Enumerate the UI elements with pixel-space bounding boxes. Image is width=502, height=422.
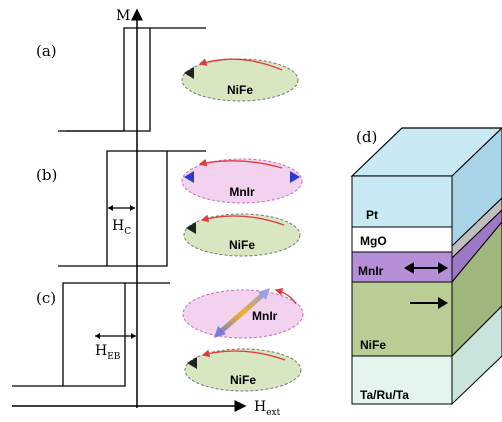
layer-label-mnir: MnIr (358, 264, 384, 278)
loop-a: (a) (36, 27, 206, 132)
ellipse-b-nife: NiFe (183, 213, 301, 257)
ellipse-c-top-label: MnIr (252, 309, 278, 323)
layer-label-nife: NiFe (360, 338, 386, 352)
layer-ta-ru-ta (351, 355, 453, 405)
panel-c-label: (c) (36, 289, 56, 307)
ellipse-b-bottom-label: NiFe (229, 238, 255, 252)
y-axis-label: M (116, 8, 130, 24)
loop-c: HEB (c) (12, 282, 170, 387)
ellipse-c-mnir: MnIr (182, 288, 304, 339)
layer-pt (351, 175, 453, 228)
layer-nife (351, 281, 453, 357)
rotation-arrow (198, 58, 283, 71)
x-axis-label: Hext (254, 399, 281, 418)
hc-label: HC (112, 218, 131, 237)
ellipse-b-top-label: MnIr (229, 185, 255, 199)
ellipse-a-nife: NiFe (181, 58, 299, 102)
layer-label-mgo: MgO (360, 234, 387, 248)
tilted-moment-arrow (216, 290, 268, 336)
ellipse-a-label: NiFe (227, 83, 253, 97)
layer-label-pt: Pt (366, 208, 378, 222)
layer-label-ta-ru-ta: Ta/Ru/Ta (360, 388, 409, 402)
hysteresis-axes: M Hext (12, 8, 281, 418)
ellipse-c-bottom-label: NiFe (230, 373, 256, 387)
ellipse-c-nife: NiFe (184, 348, 302, 392)
ellipse-b-mnir: MnIr (181, 158, 303, 204)
heb-label: HEB (95, 343, 121, 362)
panel-b-label: (b) (36, 166, 57, 184)
loop-b: HC (b) (36, 150, 206, 267)
panel-a-label: (a) (36, 42, 57, 60)
layer-mgo (351, 226, 453, 253)
layer-stack: (d) Pt MgO MnIr NiFe Ta/Ru/Ta (350, 127, 502, 406)
panel-d-label: (d) (356, 128, 377, 146)
